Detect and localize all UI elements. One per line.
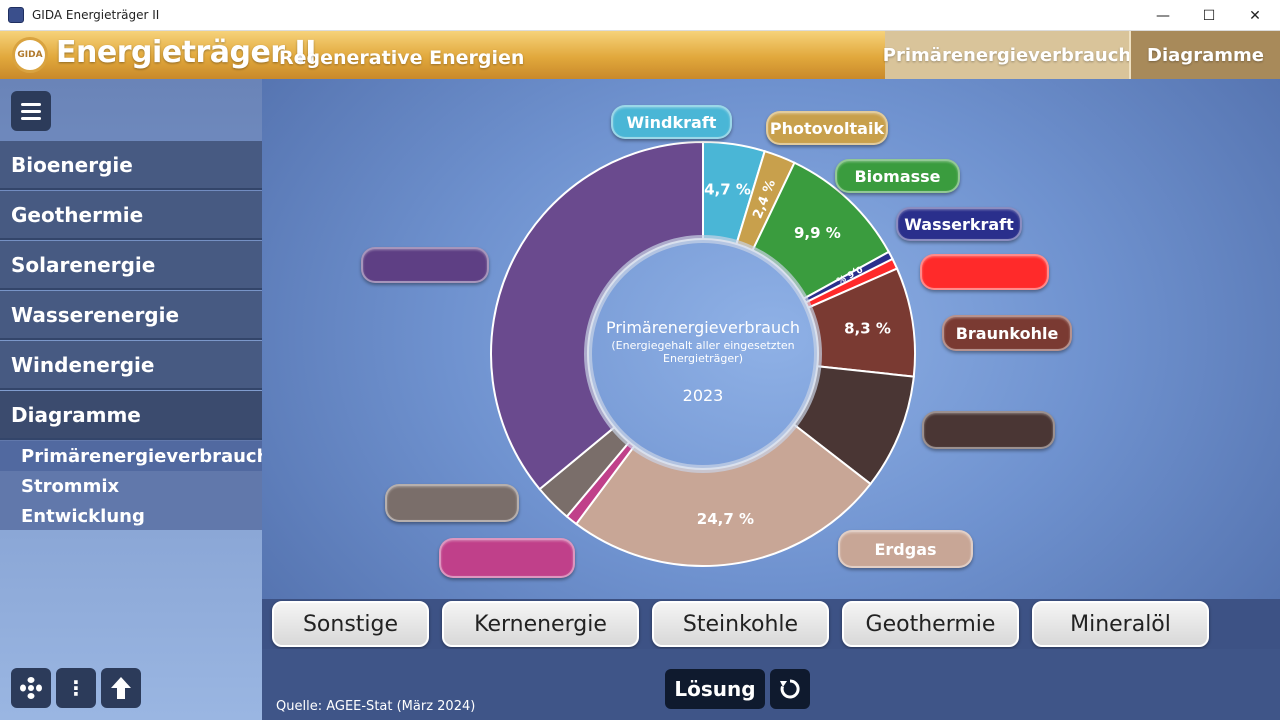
up-arrow-svg (111, 677, 131, 699)
app-title: Energieträger II (56, 35, 316, 70)
slice-label-biomasse: 9,9 % (794, 224, 841, 242)
pill-empty-darkbrown[interactable] (922, 411, 1055, 449)
answer-bar: Sonstige Kernenergie Steinkohle Geotherm… (262, 599, 1280, 649)
pill-photovoltaik[interactable]: Photovoltaik (766, 111, 888, 145)
pill-empty-gray[interactable] (385, 484, 519, 522)
tab-primaerenergieverbrauch[interactable]: Primärenergieverbrauch (883, 31, 1131, 79)
pill-erdgas[interactable]: Erdgas (838, 530, 973, 568)
pill-wasserkraft[interactable]: Wasserkraft (896, 207, 1022, 241)
reset-icon-svg (780, 679, 800, 699)
slice-label-windkraft: 4,7 % (704, 180, 751, 198)
loesung-button[interactable]: Lösung (665, 669, 765, 709)
answer-sonstige[interactable]: Sonstige (272, 601, 429, 647)
answer-steinkohle[interactable]: Steinkohle (652, 601, 829, 647)
pill-empty-red[interactable] (920, 254, 1049, 290)
donut-chart: 4,7 %2,4 %9,9 %0,6 %8,3 %24,7 % Primären… (490, 140, 916, 567)
subitem-primaerenergieverbrauch[interactable]: Primärenergieverbrauch (0, 441, 269, 471)
answer-geothermie[interactable]: Geothermie (842, 601, 1019, 647)
sidebar-item-diagramme[interactable]: Diagramme (0, 391, 262, 440)
maximize-button[interactable]: ☐ (1202, 7, 1216, 24)
logo-text: GIDA (17, 50, 43, 60)
minimize-button[interactable]: — (1156, 7, 1170, 24)
sidebar-item-solarenergie[interactable]: Solarenergie (0, 241, 262, 290)
answer-mineraloel[interactable]: Mineralöl (1032, 601, 1209, 647)
move-icon-svg (20, 677, 42, 699)
sidebar-subnav: Primärenergieverbrauch Strommix Entwickl… (0, 440, 269, 530)
close-button[interactable]: ✕ (1249, 7, 1261, 24)
move-icon[interactable] (11, 668, 51, 708)
slice-label-braunkohle: 8,3 % (844, 319, 891, 337)
pill-empty-magenta[interactable] (439, 538, 575, 578)
reset-icon[interactable] (770, 669, 810, 709)
sidebar-item-geothermie[interactable]: Geothermie (0, 191, 262, 240)
app-header: GIDA Energieträger II Regenerative Energ… (0, 31, 1280, 79)
bottom-bar: Lösung Quelle: AGEE-Stat (März 2024) (262, 649, 1280, 720)
window-title: GIDA Energieträger II (32, 8, 160, 22)
pill-braunkohle[interactable]: Braunkohle (942, 315, 1072, 351)
answer-kernenergie[interactable]: Kernenergie (442, 601, 639, 647)
pill-windkraft[interactable]: Windkraft (611, 105, 732, 139)
subitem-strommix[interactable]: Strommix (21, 475, 120, 497)
inner-ring (584, 235, 822, 473)
up-icon[interactable] (101, 668, 141, 708)
menu-button[interactable] (11, 91, 51, 131)
pill-empty-purple[interactable] (361, 247, 489, 283)
sidebar-item-wasserenergie[interactable]: Wasserenergie (0, 291, 262, 340)
center-subtitle-2: Energieträger) (663, 352, 743, 365)
sidebar-item-windenergie[interactable]: Windenergie (0, 341, 262, 390)
pill-biomasse[interactable]: Biomasse (835, 159, 960, 193)
center-year: 2023 (683, 386, 724, 405)
gida-logo: GIDA (12, 37, 48, 73)
app-subtitle: Regenerative Energien (279, 47, 525, 69)
app-icon (8, 7, 24, 23)
source-note: Quelle: AGEE-Stat (März 2024) (276, 699, 476, 714)
more-icon[interactable]: ⋮ (56, 668, 96, 708)
sidebar: Bioenergie Geothermie Solarenergie Wasse… (0, 79, 269, 720)
sidebar-item-bioenergie[interactable]: Bioenergie (0, 141, 262, 190)
slice-label-erdgas: 24,7 % (697, 510, 754, 528)
center-subtitle-1: (Energiegehalt aller eingesetzten (611, 339, 794, 352)
main-area: 4,7 %2,4 %9,9 %0,6 %8,3 %24,7 % Primären… (262, 79, 1280, 720)
center-title: Primärenergieverbrauch (606, 318, 800, 337)
tab-diagramme[interactable]: Diagramme (1129, 31, 1280, 79)
subitem-entwicklung[interactable]: Entwicklung (21, 505, 145, 527)
window-titlebar: GIDA Energieträger II — ☐ ✕ (0, 0, 1280, 31)
